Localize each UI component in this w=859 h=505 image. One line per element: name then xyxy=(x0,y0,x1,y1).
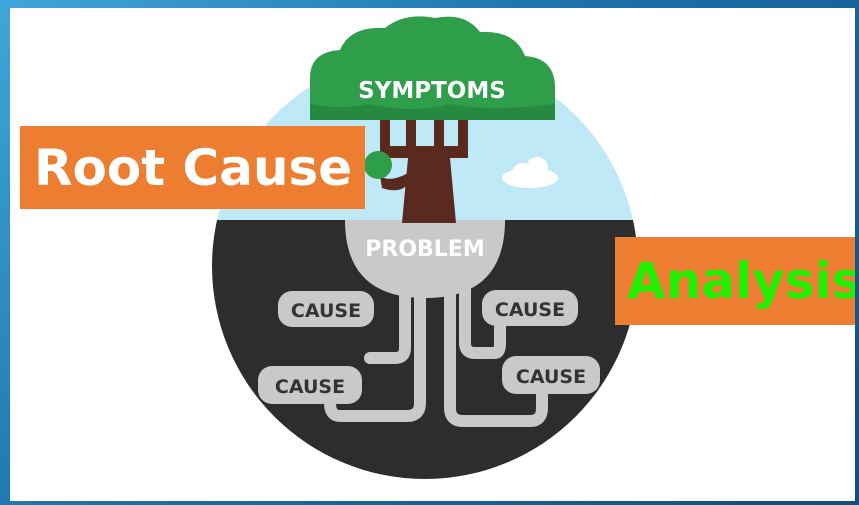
symptoms-label: SYMPTOMS xyxy=(358,78,506,104)
cause-node-4: CAUSE xyxy=(502,356,600,394)
tree-crown xyxy=(310,16,555,121)
cause-node-1: CAUSE xyxy=(278,291,374,327)
tree-trunk xyxy=(380,116,468,223)
cloud-icon xyxy=(502,157,558,188)
cause-label: CAUSE xyxy=(291,300,361,322)
slide-canvas: PROBLEM CAUSE CAUSE CAUSE CAUSE S xyxy=(10,8,855,501)
cause-label: CAUSE xyxy=(275,376,345,398)
cause-label: CAUSE xyxy=(516,366,586,388)
root-cause-title: Root Cause xyxy=(34,138,353,197)
leaf-ball-icon xyxy=(364,151,392,179)
problem-label: PROBLEM xyxy=(365,237,484,262)
root-cause-title-box: Root Cause xyxy=(20,126,365,209)
problem-node xyxy=(345,220,505,298)
root-cause-tree-diagram: PROBLEM CAUSE CAUSE CAUSE CAUSE S xyxy=(212,16,638,479)
cause-node-3: CAUSE xyxy=(482,290,578,326)
analysis-title: Analysis xyxy=(627,252,855,310)
cause-label: CAUSE xyxy=(495,299,565,321)
cause-node-2: CAUSE xyxy=(258,366,362,404)
analysis-title-box: Analysis xyxy=(615,237,855,325)
root-lines xyxy=(324,272,548,427)
